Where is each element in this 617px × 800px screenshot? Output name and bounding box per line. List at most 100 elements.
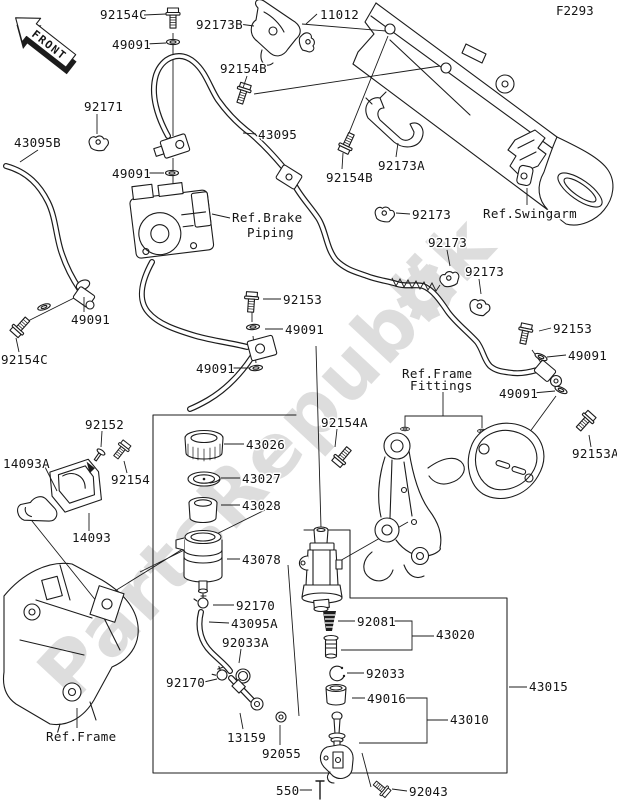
diaphragm-plate-43027-drawing — [187, 471, 221, 487]
bolt-92153a — [572, 408, 598, 435]
clamp-92171-drawing — [87, 133, 110, 153]
callout-92043: 92043 — [409, 784, 448, 799]
callout-92154c-2: 92154C — [1, 352, 48, 367]
hose-43095b-drawing — [3, 163, 83, 293]
callout-49091-1: 49091 — [112, 37, 151, 52]
callout-14093a: 14093A — [3, 456, 50, 471]
callout-92033a: 92033A — [222, 635, 269, 650]
callout-11012: 11012 — [320, 7, 359, 22]
diaphragm-43028-drawing — [188, 496, 218, 524]
callout-43095: 43095 — [258, 127, 297, 142]
hose-43095-drawing — [150, 53, 540, 377]
callout-49091-4: 49091 — [568, 348, 607, 363]
callout-550: 550 — [276, 783, 299, 798]
callout-92152: 92152 — [85, 417, 124, 432]
callout-92154c-1: 92154C — [100, 7, 147, 22]
spring-92081-drawing — [323, 611, 336, 631]
hose-43095a-drawing — [196, 609, 233, 674]
callout-43078: 43078 — [242, 552, 281, 567]
piston-43020-drawing — [323, 634, 339, 659]
callout-49016: 49016 — [367, 691, 406, 706]
gear-icon — [395, 263, 453, 321]
callout-ref-frame-fittings-line2: Fittings — [410, 378, 473, 393]
abs-module-drawing — [129, 182, 215, 259]
callout-43028: 43028 — [242, 498, 281, 513]
figure-code: F2293 — [556, 3, 594, 18]
bolt-92154c-bottom — [8, 313, 34, 340]
callout-49091-7: 49091 — [499, 386, 538, 401]
callout-ref-brake-piping-line2: Piping — [247, 225, 294, 240]
hose-junction-top-drawing — [153, 133, 191, 159]
callout-92033: 92033 — [366, 666, 405, 681]
bolt-92043 — [370, 777, 393, 800]
callout-43015: 43015 — [529, 679, 568, 694]
callout-92170-2: 92170 — [166, 675, 205, 690]
circlip-92033-drawing — [329, 665, 346, 682]
boot-49016-drawing — [325, 683, 347, 706]
callout-14093: 14093 — [72, 530, 111, 545]
bolt-92154b-1 — [232, 81, 254, 106]
hose-junction-to-cylinder-drawing — [187, 354, 255, 412]
bolt-92154c-top — [165, 7, 181, 29]
clamp-92173-1-drawing — [372, 204, 397, 225]
front-arrow-icon: FRONT — [15, 17, 77, 75]
pushrod-clevis-43010-drawing — [319, 711, 354, 784]
callout-43026: 43026 — [246, 437, 285, 452]
callout-49091-3: 49091 — [285, 322, 324, 337]
pin-550-drawing — [315, 780, 325, 800]
callout-92173-3: 92173 — [465, 264, 504, 279]
callout-43010: 43010 — [450, 712, 489, 727]
callout-49091-6: 49091 — [71, 312, 110, 327]
callout-ref-frame-fittings-line1: Ref.Frame — [402, 366, 472, 381]
washer-92055-drawing — [275, 711, 287, 723]
callout-92154a: 92154A — [321, 415, 368, 430]
callout-labels: 92154C 49091 92173B 11012 92154B 92171 4… — [0, 6, 617, 800]
callout-43095b: 43095B — [14, 135, 61, 150]
callout-92173a: 92173A — [378, 158, 425, 173]
callout-49091-2: 49091 — [112, 166, 151, 181]
callout-49091-5: 49091 — [196, 361, 235, 376]
callout-13159: 13159 — [227, 730, 266, 745]
heel-guard-drawing — [467, 422, 545, 499]
callout-92081: 92081 — [357, 614, 396, 629]
callout-92173b: 92173B — [196, 17, 243, 32]
bolt-92154 — [110, 438, 133, 462]
footrest-bracket-drawing — [363, 432, 465, 582]
callout-92153a: 92153A — [572, 446, 617, 461]
oring-92033a-drawing — [235, 668, 251, 684]
callout-92154b-2: 92154B — [326, 170, 373, 185]
frame-drawing — [2, 562, 139, 739]
assembly-box — [152, 414, 508, 774]
callout-92170-1: 92170 — [236, 598, 275, 613]
callout-92173-2: 92173 — [428, 235, 467, 250]
bolt-92154b-2 — [336, 130, 359, 156]
callout-43095a: 43095A — [231, 616, 278, 631]
bolt-92153-right — [515, 321, 535, 346]
callout-92153-1: 92153 — [283, 292, 322, 307]
damper-14093a-drawing — [17, 496, 58, 522]
hose-joint-drawing — [275, 164, 303, 190]
callout-92153-2: 92153 — [553, 321, 592, 336]
callout-43027: 43027 — [242, 471, 281, 486]
screw-92152-drawing — [93, 448, 106, 462]
elbow-13159-drawing — [228, 675, 264, 711]
bracket-14093-drawing — [49, 458, 102, 513]
leader-lines — [15, 13, 592, 792]
brake-hose-bracket-92173b — [250, 0, 301, 66]
callout-92154b-1: 92154B — [220, 61, 267, 76]
clamp-11012-drawing — [297, 31, 317, 55]
callout-92154: 92154 — [111, 472, 150, 487]
callout-ref-frame: Ref.Frame — [46, 729, 116, 744]
master-cylinder-drawing — [298, 526, 343, 613]
hose-abs-to-junction-drawing — [138, 259, 250, 350]
hose-end-fitting-right-drawing — [533, 360, 563, 388]
bolt-92153-left — [243, 290, 260, 314]
callout-ref-brake-piping-line1: Ref.Brake — [232, 210, 302, 225]
reservoir-43078-drawing — [175, 529, 223, 594]
bracket-92173a-drawing — [365, 91, 424, 148]
callout-92055: 92055 — [262, 746, 301, 761]
hose-junction-right-drawing — [246, 334, 278, 362]
reservoir-cap-43026-drawing — [184, 429, 224, 462]
